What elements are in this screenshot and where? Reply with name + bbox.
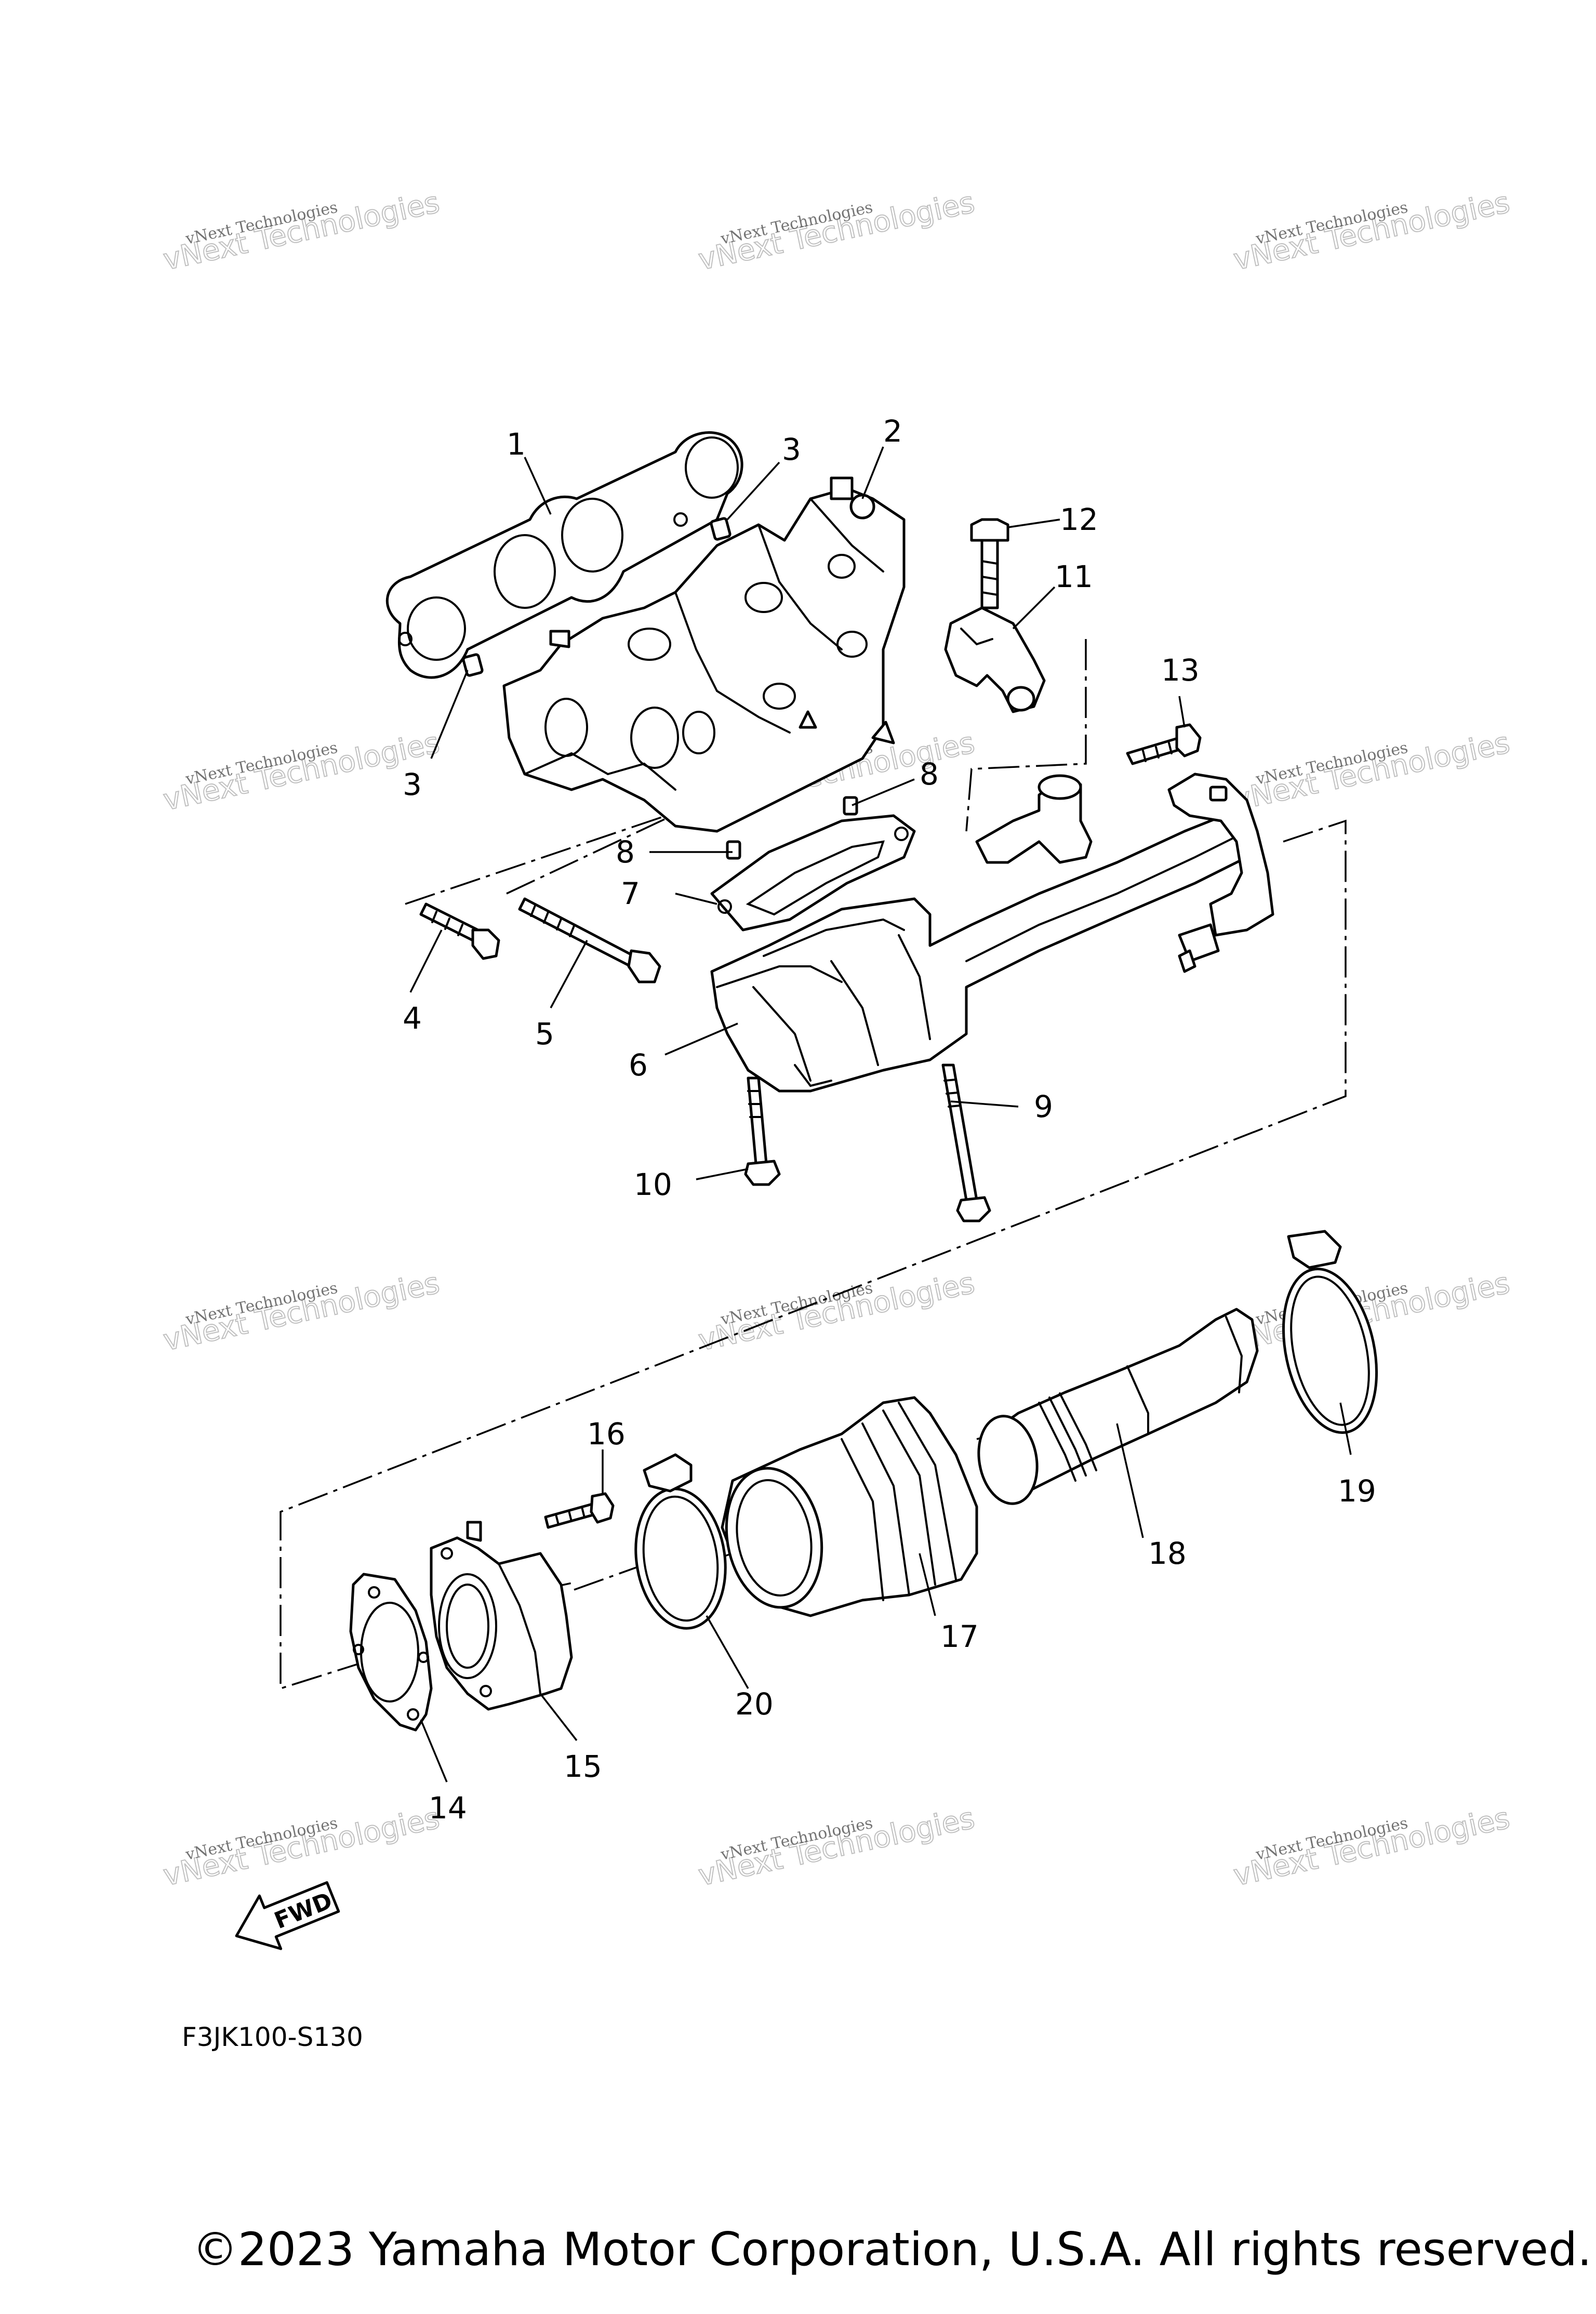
- callout-12: 12: [1060, 502, 1098, 537]
- watermark: vNext Technologies vNext Technologies: [160, 725, 443, 818]
- part-11-bracket: [944, 606, 1046, 713]
- callout-9: 9: [1034, 1089, 1053, 1124]
- callout-1: 1: [507, 427, 526, 462]
- callout-10: 10: [634, 1167, 672, 1202]
- part-20-hose-clamp: [634, 1453, 727, 1630]
- watermark: vNext Technologies vNext Technologies: [160, 1266, 443, 1358]
- water-pipe: [1167, 773, 1274, 973]
- watermark: vNext Technologies vNext Technologies: [1230, 1801, 1513, 1893]
- part-2-exhaust-manifold: [502, 476, 906, 833]
- part-1-exhaust-gasket: [385, 431, 743, 679]
- watermark: vNext Technologies vNext Technologies: [695, 1801, 978, 1893]
- part-14-flange-gasket: [349, 1573, 433, 1732]
- part-9-long-bolt: [941, 1063, 991, 1222]
- callout-19: 19: [1338, 1473, 1376, 1509]
- callout-3-lower: 3: [403, 767, 422, 802]
- part-8-dowel-pin: [726, 840, 741, 860]
- callout-17: 17: [940, 1619, 979, 1654]
- watermark: vNext Technologies vNext Technologies: [1230, 725, 1513, 818]
- part-5-long-bolt: [518, 897, 661, 983]
- callout-4: 4: [403, 1001, 422, 1036]
- part-4-bolt: [419, 902, 500, 960]
- part-16-bolt: [544, 1492, 615, 1529]
- part-7-manifold-gasket: [710, 814, 916, 932]
- leader-lines: [409, 446, 1352, 1783]
- part-19-hose-clamp: [1282, 1230, 1378, 1434]
- callout-3-upper: 3: [782, 432, 801, 467]
- callout-8-right: 8: [920, 756, 939, 792]
- callout-14: 14: [429, 1790, 467, 1826]
- callout-2: 2: [883, 414, 902, 449]
- fwd-direction-marker: FWD: [235, 1881, 340, 1950]
- callout-6: 6: [629, 1047, 648, 1083]
- callout-15: 15: [564, 1749, 602, 1784]
- part-13-bolt: [1126, 723, 1202, 765]
- watermark: vNext Technologies vNext Technologies: [1230, 185, 1513, 277]
- callout-11: 11: [1055, 559, 1093, 594]
- copyright-notice: ©2023 Yamaha Motor Corporation, U.S.A. A…: [192, 2223, 1592, 2276]
- watermark: vNext Technologies vNext Technologies: [160, 185, 443, 277]
- callout-18: 18: [1148, 1536, 1187, 1571]
- callout-16: 16: [587, 1416, 626, 1452]
- callout-7: 7: [621, 876, 640, 911]
- watermark: vNext Technologies vNext Technologies: [695, 1266, 978, 1358]
- part-3-dowel-pin: [710, 517, 732, 541]
- part-17-rubber-hose: [721, 1396, 978, 1617]
- part-15-exhaust-joint: [430, 1521, 573, 1711]
- callout-8-left: 8: [616, 834, 635, 870]
- watermark: vNext Technologies vNext Technologies: [695, 185, 978, 277]
- watermark: vNext Technologies vNext Technologies: [160, 1801, 443, 1893]
- part-18-exhaust-pipe: [977, 1308, 1259, 1505]
- callout-20: 20: [735, 1686, 774, 1722]
- diagram-reference-code: F3JK100-S130: [182, 2022, 363, 2052]
- callout-labels: 1 2 3 3 4 5 6 7 8 8 9 10 11 12 13 14 15 …: [403, 414, 1376, 1826]
- manifold-bracket: [975, 774, 1093, 864]
- callout-5: 5: [535, 1016, 554, 1052]
- part-10-bolt: [744, 1076, 781, 1186]
- callout-13: 13: [1161, 653, 1200, 688]
- part-6-exhaust-pipe: [710, 809, 1259, 1093]
- part-12-bolt: [970, 518, 1009, 609]
- part-8-dowel-pin: [843, 796, 858, 816]
- part-3-dowel-pin: [462, 653, 484, 677]
